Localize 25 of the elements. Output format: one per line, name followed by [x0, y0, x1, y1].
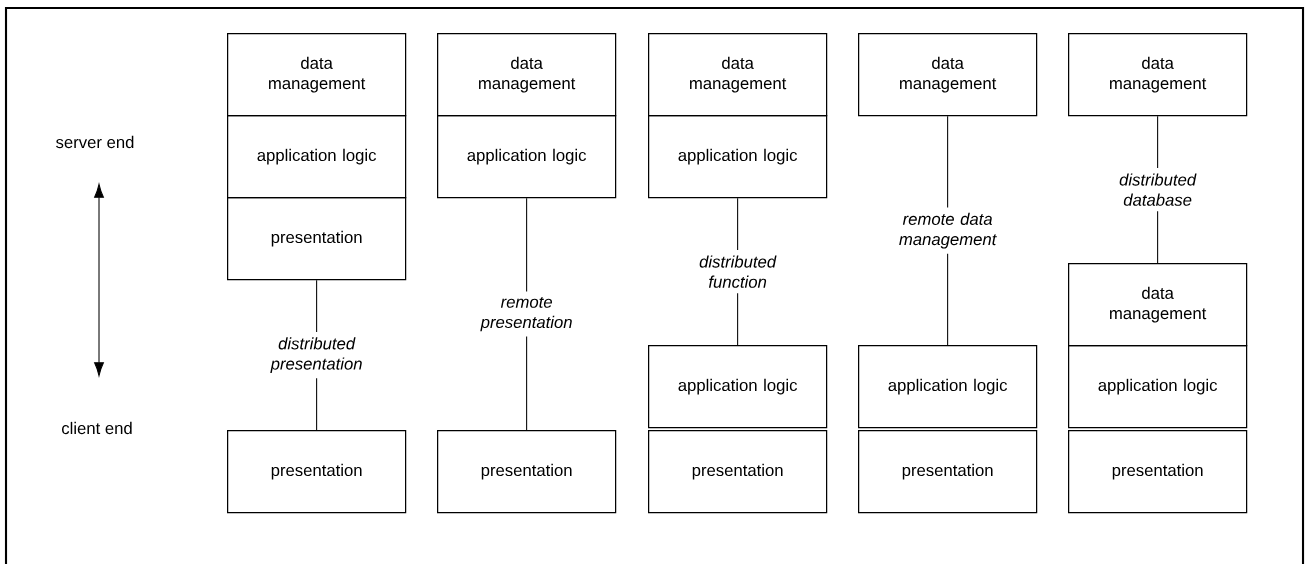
layer-box: application logic — [1068, 345, 1248, 429]
layer-box: data management — [648, 33, 828, 117]
axis-label: client end — [62, 421, 132, 435]
layer-box: application logic — [437, 115, 617, 199]
edge-label: remote data management — [899, 212, 997, 249]
layer-box: data management — [1068, 263, 1248, 347]
layer-box: presentation — [227, 197, 407, 281]
layer-box: data management — [858, 33, 1038, 117]
axis-label: server end — [56, 135, 134, 149]
layer-box: application logic — [227, 115, 407, 199]
layer-box: application logic — [858, 345, 1038, 429]
layer-box: presentation — [1068, 430, 1248, 514]
layer-box: application logic — [648, 115, 828, 199]
layer-box: presentation — [858, 430, 1038, 514]
layer-box: application logic — [648, 345, 828, 429]
layer-box: presentation — [648, 430, 828, 514]
layer-box: presentation — [227, 430, 407, 514]
edge-label: distributed function — [699, 255, 777, 288]
layer-box: data management — [1068, 33, 1248, 117]
layer-box: data management — [437, 33, 617, 117]
layer-box: presentation — [437, 430, 617, 514]
layer-box: data management — [227, 33, 407, 117]
edge-label: remote presentation — [480, 296, 572, 332]
edge-label: distributed presentation — [270, 337, 362, 373]
edge-label: distributed database — [1119, 173, 1197, 206]
